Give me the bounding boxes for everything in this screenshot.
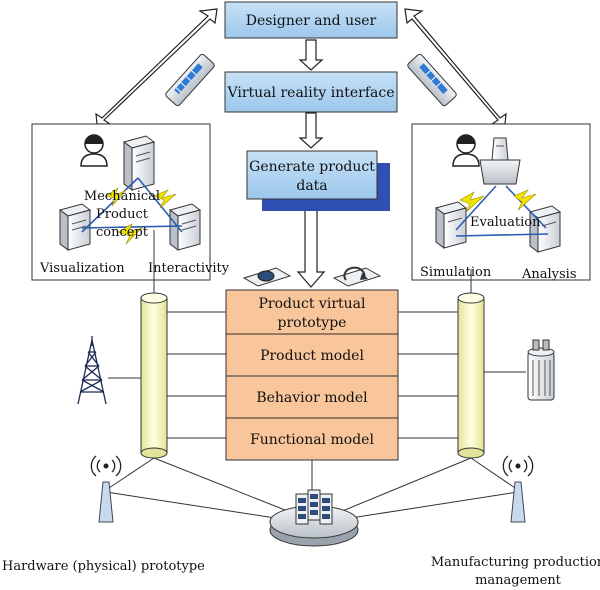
- hardware-prototype-label: Hardware (physical) prototype: [2, 559, 205, 574]
- visualization-label: Visualization: [39, 261, 125, 276]
- eye-device-icon: [242, 267, 292, 287]
- antenna-left-icon: [90, 455, 122, 523]
- evaluation-label: Evaluation: [470, 215, 541, 230]
- arrow-down-1: [298, 39, 324, 71]
- manufacturing-label-line1: Manufacturing production: [431, 555, 600, 570]
- concept-label-line1: Mechanical: [84, 189, 160, 204]
- vr-headset-left-icon: [165, 53, 215, 107]
- product-model-box: [225, 333, 399, 377]
- generate-data-label-line2: data: [296, 178, 327, 194]
- server-icon-simulation: [434, 201, 468, 249]
- model-stack: [225, 289, 399, 461]
- transmission-tower-icon: [77, 336, 107, 405]
- battery-icon: [527, 339, 555, 401]
- server-icon-left: [58, 203, 92, 251]
- rotate-device-icon: [332, 266, 382, 287]
- left-lightning-icons: [105, 187, 177, 245]
- user-icon-right: [452, 134, 480, 167]
- behavior-model-box: [225, 375, 399, 419]
- machine-icon: [479, 137, 521, 185]
- functional-model-label: Functional model: [250, 432, 374, 448]
- central-hub-icon: [269, 489, 359, 547]
- right-network-lines: [455, 185, 549, 237]
- concept-label-line3: concept: [96, 225, 149, 240]
- concept-label-line2: Product: [96, 207, 149, 222]
- arrow-down-2: [298, 112, 324, 149]
- functional-model-box: [225, 417, 399, 461]
- server-icon-analysis: [528, 205, 562, 253]
- hollow-arrows: [95, 8, 507, 288]
- behavior-model-label: Behavior model: [256, 390, 368, 406]
- vr-headset-right-icon: [407, 53, 457, 107]
- right-cylinder: [457, 292, 485, 459]
- product-model-label: Product model: [260, 348, 364, 364]
- manufacturing-label-line2: management: [475, 573, 562, 588]
- generate-data-box: [246, 150, 378, 200]
- interactivity-label: Interactivity: [148, 261, 230, 276]
- generate-data-label-line1: Generate product: [249, 159, 375, 175]
- server-icon-top: [122, 135, 156, 191]
- user-icon-left: [80, 134, 108, 167]
- right-lightning-icons: [459, 189, 537, 213]
- vr-interface-box: [224, 71, 398, 113]
- left-panel: [31, 123, 211, 281]
- simulation-label: Simulation: [420, 265, 492, 280]
- server-icon-right: [168, 203, 202, 251]
- antenna-right-icon: [502, 455, 534, 523]
- left-cylinder: [140, 292, 168, 459]
- connector-lines: [105, 230, 526, 521]
- designer-user-box: [224, 1, 398, 39]
- vr-interface-label: Virtual reality interface: [227, 85, 395, 101]
- designer-user-label: Designer and user: [246, 13, 377, 29]
- prototype-label-line1: Product virtual: [259, 296, 367, 312]
- prototype-label-line2: prototype: [278, 315, 347, 331]
- analysis-label: Analysis: [521, 267, 577, 282]
- left-network-lines: [81, 177, 183, 233]
